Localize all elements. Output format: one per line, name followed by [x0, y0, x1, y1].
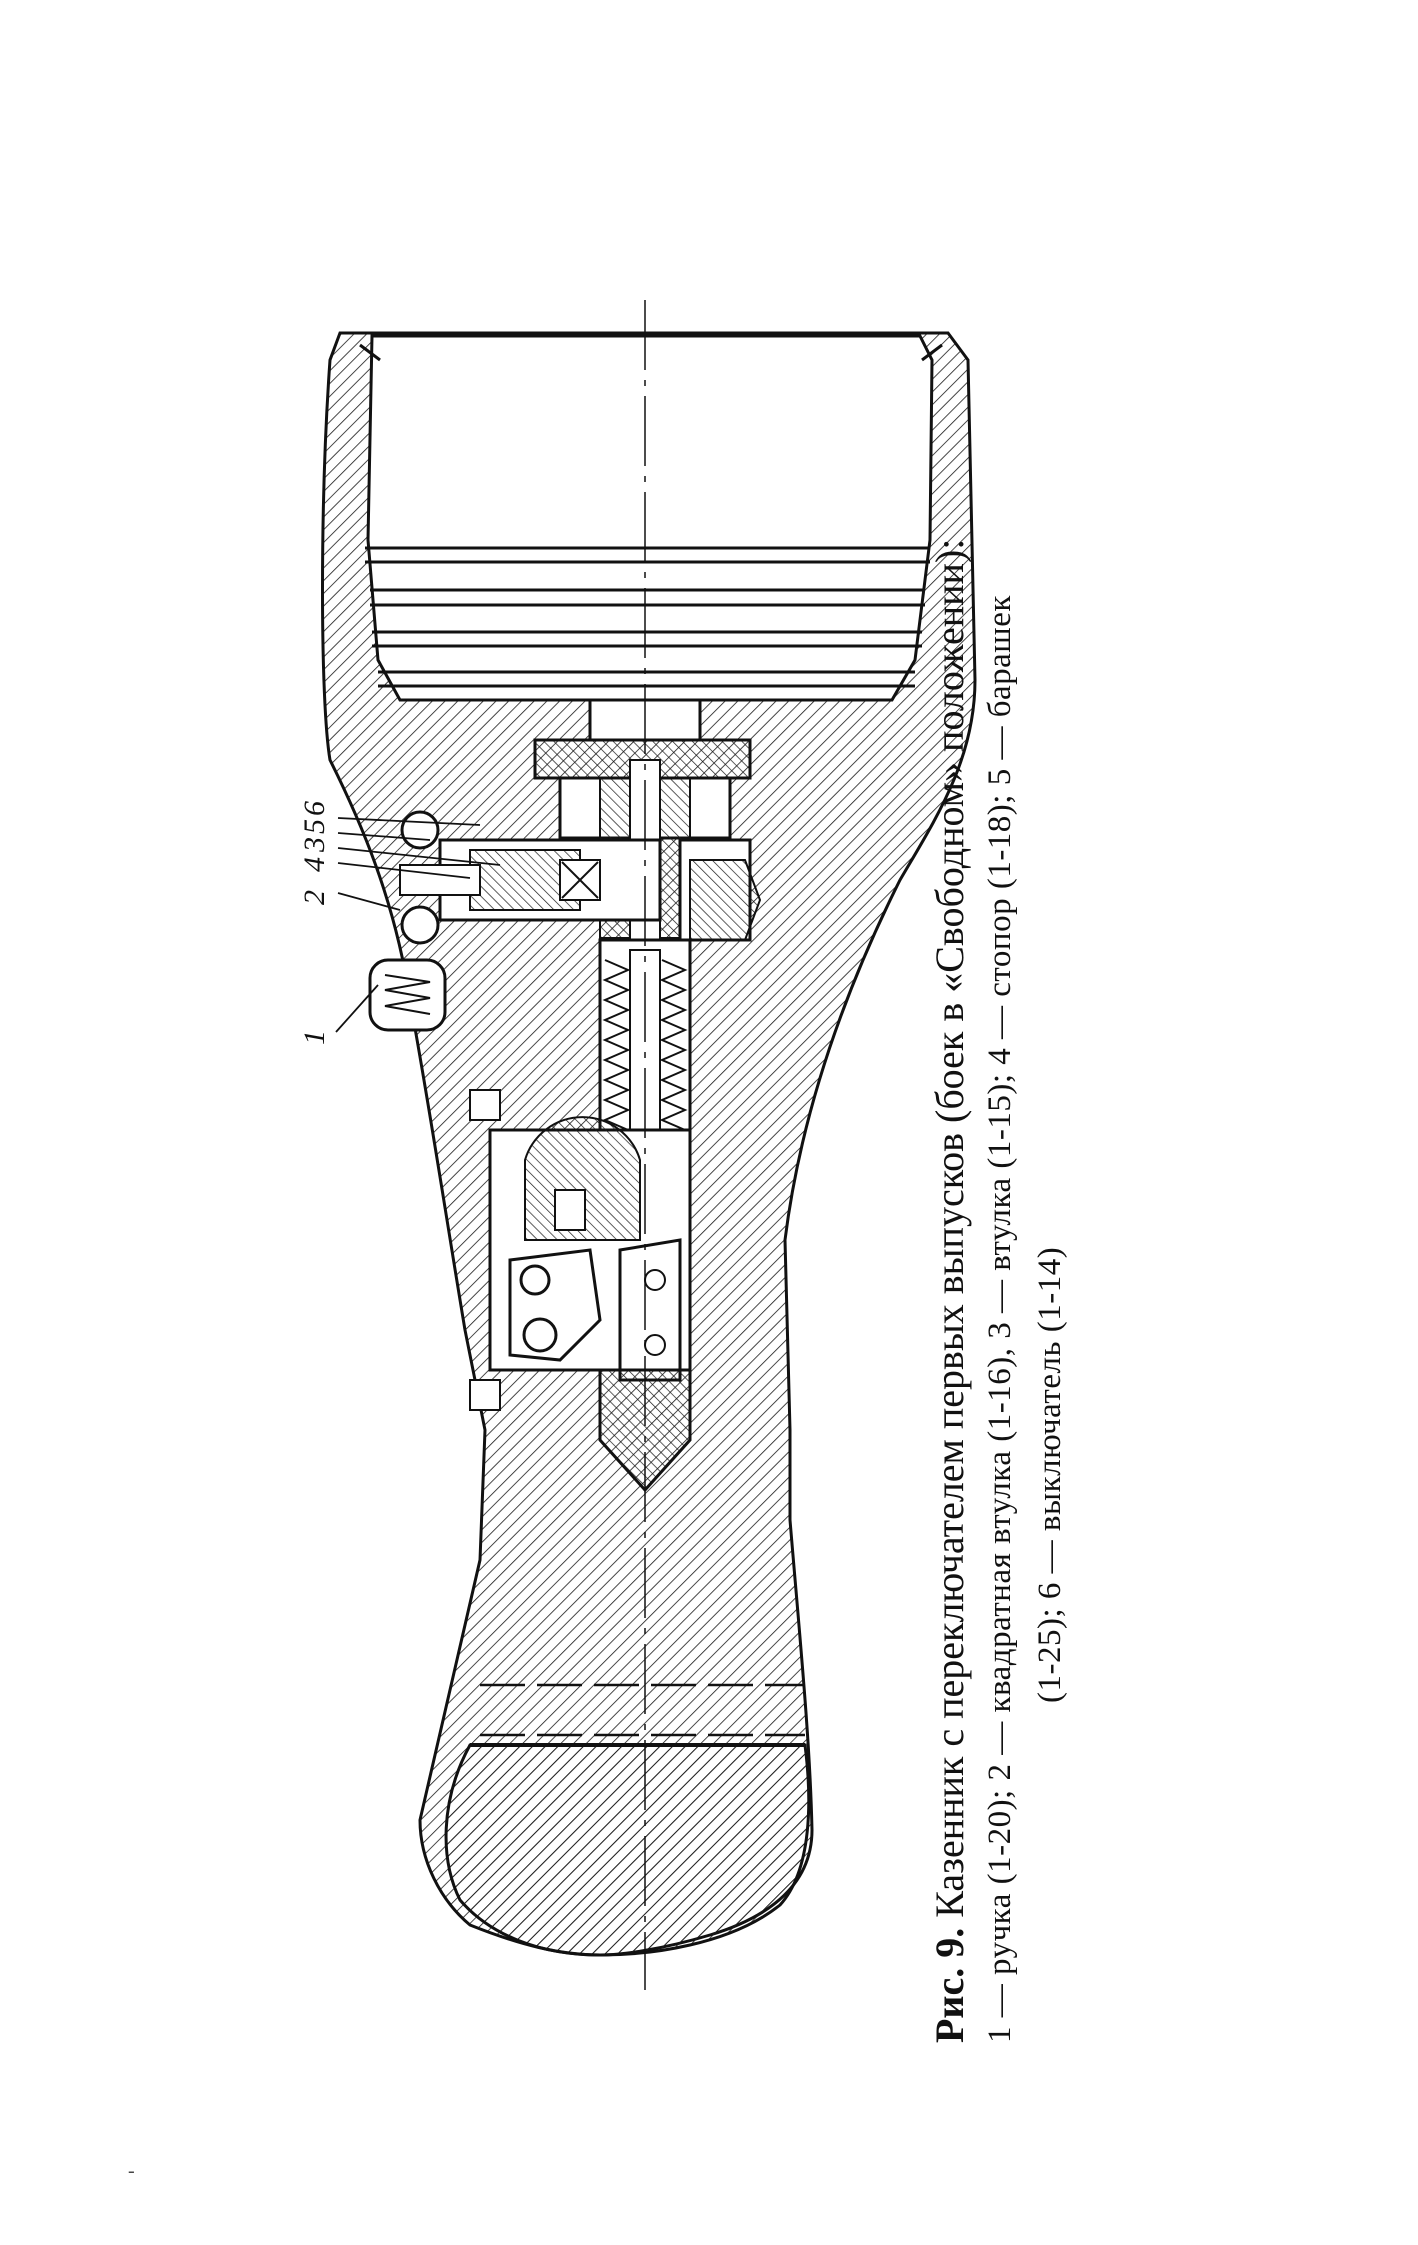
figure-caption: Рис. 9. Казенник с переключателем первых…	[925, 193, 1075, 2043]
switch-housing	[399, 810, 662, 945]
groove-rings	[359, 343, 943, 688]
lever-mechanism	[469, 1089, 692, 1411]
callout-2: 2	[298, 890, 331, 905]
callout-4: 4	[298, 857, 331, 872]
callout-leaders	[335, 817, 501, 1033]
caption-legend-line-1: 1 — ручка (1-20); 2 — квадратная втулка …	[982, 595, 1018, 2043]
muzzle-cavity	[366, 334, 934, 702]
section-lines	[480, 1683, 805, 1737]
callout-6: 6	[298, 801, 331, 816]
base-cap	[444, 1743, 811, 1957]
caption-title-text: Казенник с переключателем первых выпуско…	[927, 538, 972, 1918]
caption-title: Рис. 9. Казенник с переключателем первых…	[925, 193, 975, 2043]
callout-5: 5	[298, 819, 331, 834]
caption-legend-line-2: (1-25); 6 — выключатель (1-14)	[1032, 1246, 1068, 1703]
callout-1: 1	[298, 1030, 331, 1045]
callout-numbers: 1 2 4 3 5 6	[298, 801, 331, 1045]
striker-point	[598, 1368, 692, 1493]
callout-3: 3	[298, 837, 331, 853]
page-mark: -	[128, 2160, 135, 2182]
caption-figure-number: Рис. 9.	[927, 1927, 972, 2043]
handle-spring	[368, 958, 447, 1032]
